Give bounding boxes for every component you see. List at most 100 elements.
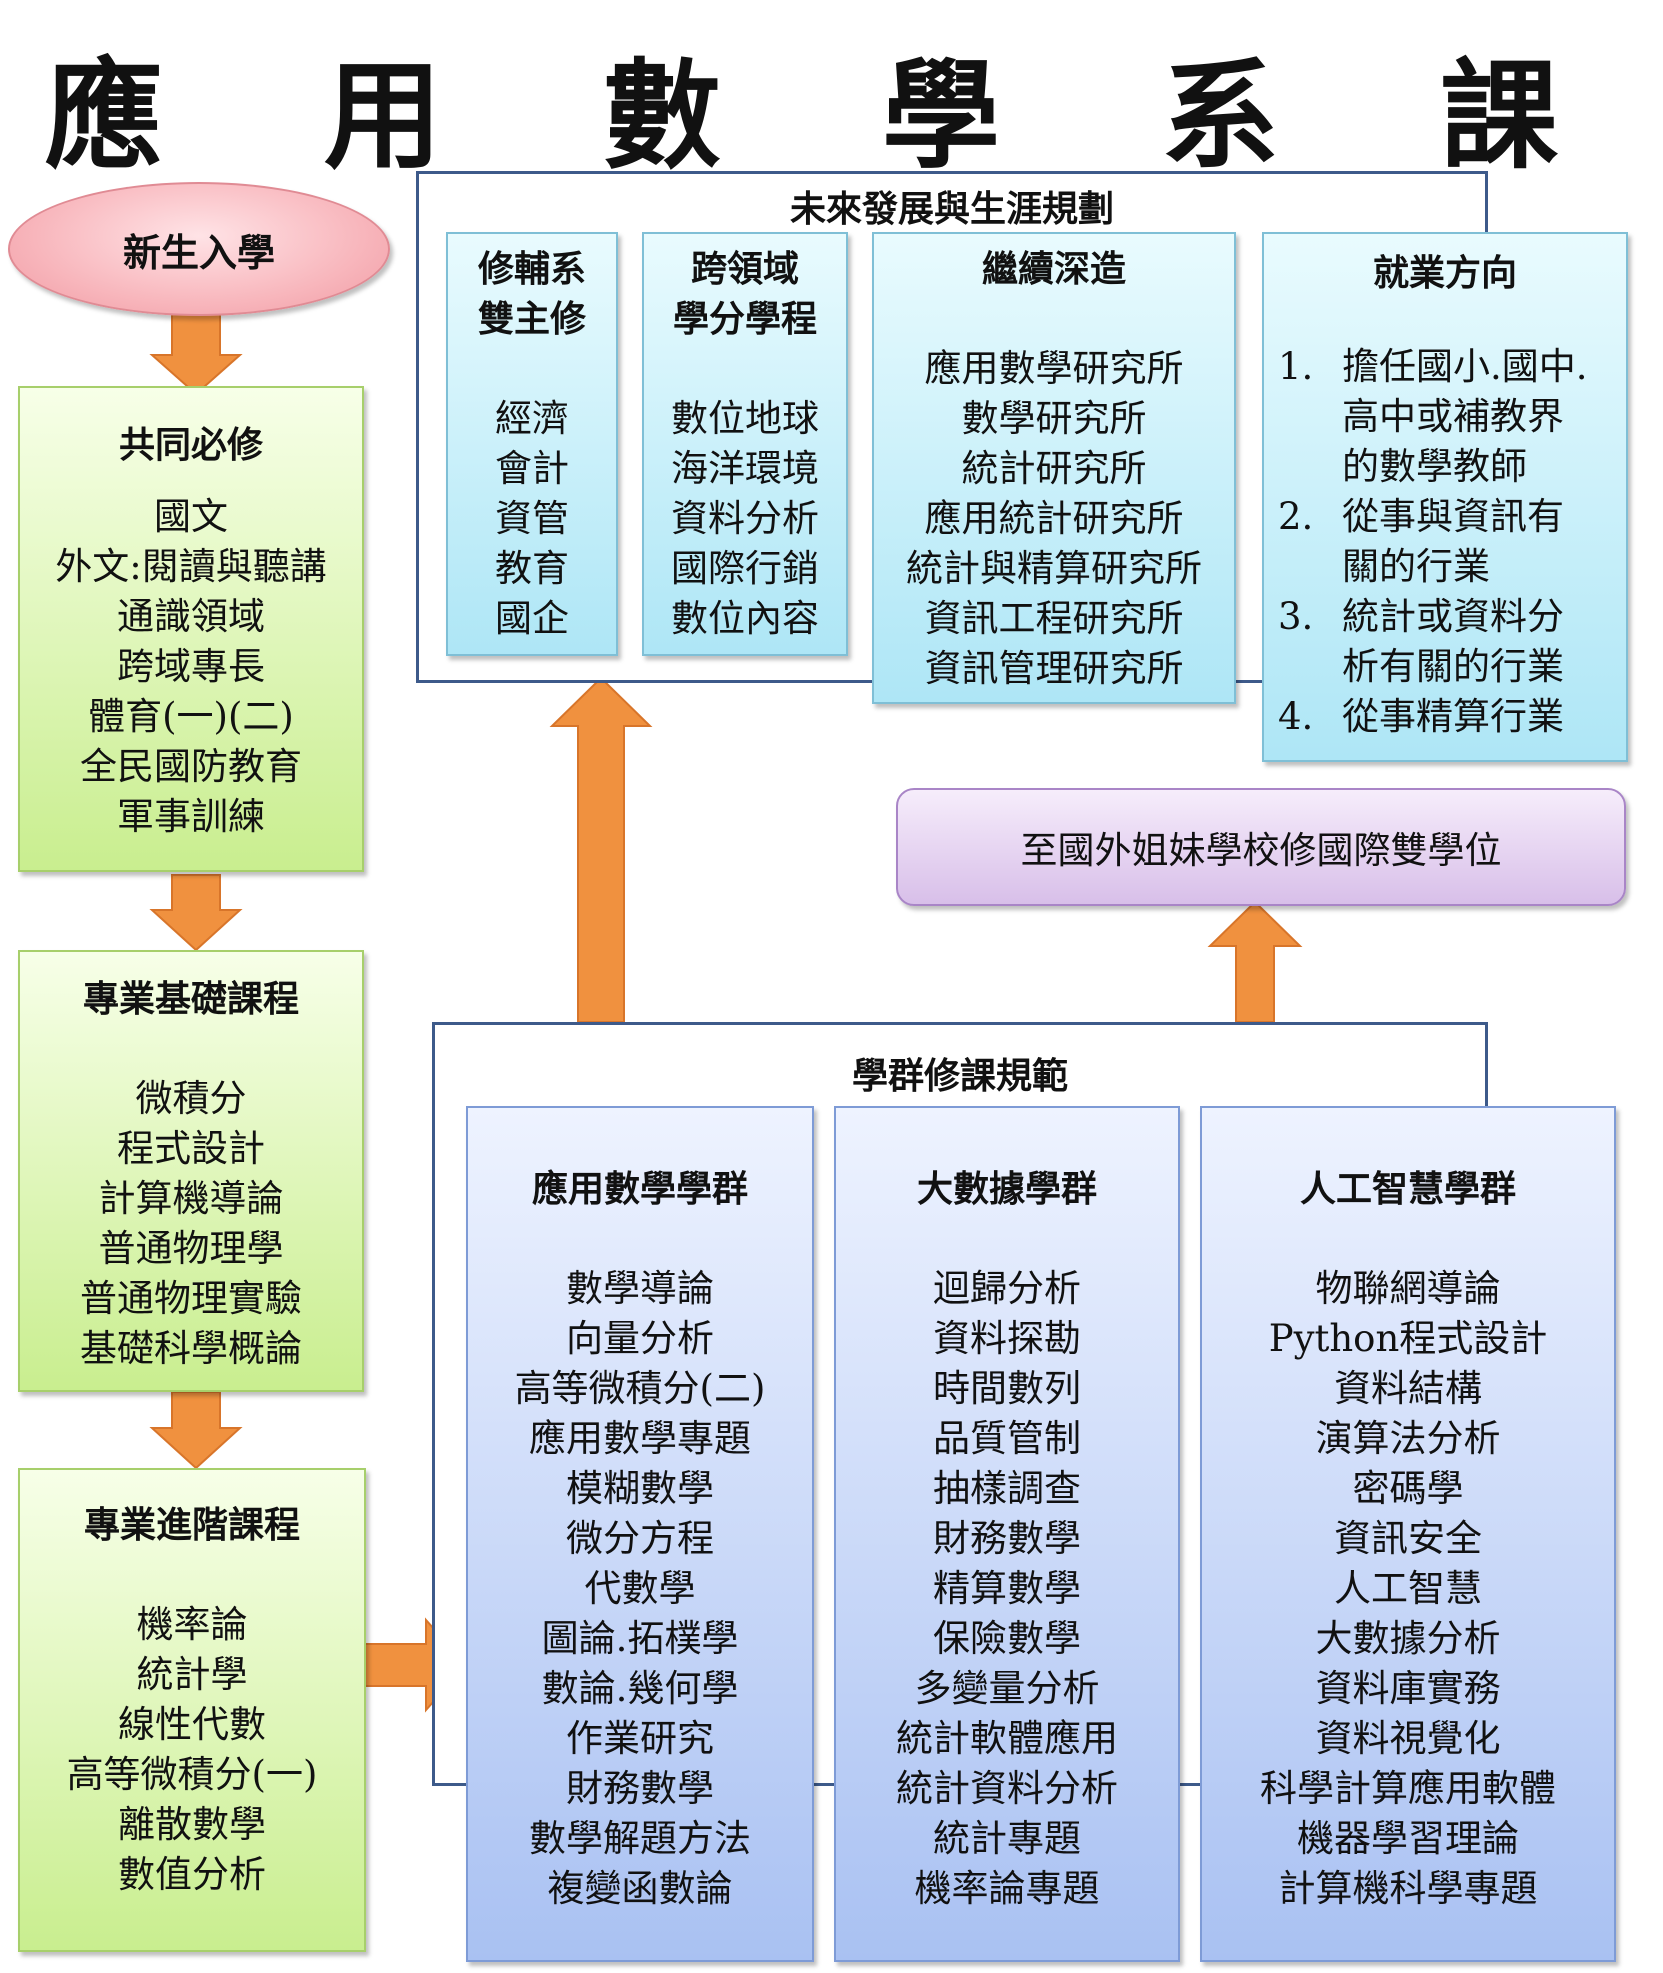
advanced-courses-heading: 專業進階課程 [83, 1504, 300, 1546]
list-item: 離散數學 [118, 1803, 266, 1846]
item-line: 的數學教師 [1342, 445, 1527, 488]
minor-heading-1: 修輔系 [477, 248, 586, 290]
list-item: 數值分析 [118, 1853, 266, 1896]
advanced-courses-list: 機率論 統計學 線性代數 高等微積分(一) 離散數學 數值分析 [20, 1600, 364, 1900]
list-item: 大數據分析 [1315, 1617, 1501, 1660]
minor-box: 修輔系 雙主修 經濟 會計 資管 教育 國企 [446, 232, 618, 656]
list-item: 通識領域 [117, 595, 265, 638]
list-item: 作業研究 [566, 1717, 714, 1760]
basic-courses-heading: 專業基礎課程 [82, 978, 299, 1020]
list-item: 財務數學 [933, 1517, 1081, 1560]
list-item: 品質管制 [933, 1417, 1081, 1460]
list-item: 數位內容 [671, 597, 819, 640]
employment-list: 1. 擔任國小.國中. 高中或補教界 的數學教師 2. 從事與資訊有 關的行業 … [1278, 342, 1626, 742]
cross-domain-heading-1: 跨領域 [690, 248, 799, 290]
list-item: 計算機導論 [98, 1177, 284, 1220]
list-item: 資訊管理研究所 [924, 647, 1184, 690]
minor-heading-2: 雙主修 [477, 298, 586, 340]
list-item: 資料庫實務 [1315, 1667, 1501, 1710]
list-item: 應用統計研究所 [924, 497, 1184, 540]
list-item: 微積分 [135, 1077, 247, 1120]
list-item: 機器學習理論 [1297, 1817, 1519, 1860]
dual-degree-box: 至國外姐妹學校修國際雙學位 [896, 788, 1626, 906]
list-item: 物聯網導論 [1315, 1267, 1501, 1310]
list-item: 數學導論 [566, 1267, 714, 1310]
list-item: 資料分析 [671, 497, 819, 540]
list-item: 教育 [495, 547, 569, 590]
list-item: 2. 從事與資訊有 關的行業 [1278, 492, 1626, 592]
item-line: 從事與資訊有 [1342, 495, 1564, 538]
list-item: 資料探勘 [933, 1317, 1081, 1360]
further-study-box: 繼續深造 應用數學研究所 數學研究所 統計研究所 應用統計研究所 統計與精算研究… [872, 232, 1236, 704]
list-item: 國際行銷 [671, 547, 819, 590]
list-item: 高等微積分(二) [514, 1367, 766, 1410]
list-item: 普通物理實驗 [80, 1277, 302, 1320]
list-item: 代數學 [584, 1567, 696, 1610]
advanced-courses-box: 專業進階課程 機率論 統計學 線性代數 高等微積分(一) 離散數學 數值分析 [18, 1468, 366, 1952]
up-arrow-dual-degree [1207, 900, 1303, 1023]
list-item: 多變量分析 [914, 1667, 1100, 1710]
list-item: 機率論專題 [914, 1867, 1100, 1910]
future-heading: 未來發展與生涯規劃 [789, 188, 1114, 230]
list-item: 向量分析 [566, 1317, 714, 1360]
list-item: 國企 [495, 597, 569, 640]
cross-domain-heading-2: 學分學程 [672, 298, 817, 340]
list-item: 數學研究所 [961, 397, 1147, 440]
list-item: 統計研究所 [961, 447, 1147, 490]
big-data-heading: 大數據學群 [916, 1168, 1097, 1210]
list-item: 模糊數學 [566, 1467, 714, 1510]
item-line: 從事精算行業 [1342, 695, 1564, 738]
ai-list: 物聯網導論 Python程式設計 資料結構 演算法分析 密碼學 資訊安全 人工智… [1202, 1264, 1614, 1914]
basic-courses-box: 專業基礎課程 微積分 程式設計 計算機導論 普通物理學 普通物理實驗 基礎科學概… [18, 950, 364, 1392]
list-item: 統計資料分析 [896, 1767, 1118, 1810]
common-required-heading: 共同必修 [118, 424, 263, 466]
list-item: 迴歸分析 [933, 1267, 1081, 1310]
item-number: 2. [1278, 495, 1314, 538]
list-item: 普通物理學 [98, 1227, 284, 1270]
applied-math-heading: 應用數學學群 [531, 1168, 748, 1210]
down-arrow-2 [149, 874, 243, 952]
common-required-list: 國文 外文:閱讀與聽講 通識領域 跨域專長 體育(一)(二) 全民國防教育 軍事… [20, 492, 362, 842]
list-item: 統計軟體應用 [896, 1717, 1118, 1760]
big-data-group-box: 大數據學群 迴歸分析 資料探勘 時間數列 品質管制 抽樣調查 財務數學 精算數學… [834, 1106, 1180, 1962]
list-item: 應用數學研究所 [924, 347, 1184, 390]
big-data-list: 迴歸分析 資料探勘 時間數列 品質管制 抽樣調查 財務數學 精算數學 保險數學 … [836, 1264, 1178, 1914]
basic-courses-list: 微積分 程式設計 計算機導論 普通物理學 普通物理實驗 基礎科學概論 [20, 1074, 362, 1374]
list-item: 1. 擔任國小.國中. 高中或補教界 的數學教師 [1278, 342, 1626, 492]
list-item: 全民國防教育 [80, 745, 302, 788]
list-item: 經濟 [495, 397, 569, 440]
list-item: 資管 [495, 497, 569, 540]
further-study-list: 應用數學研究所 數學研究所 統計研究所 應用統計研究所 統計與精算研究所 資訊工… [874, 344, 1234, 694]
list-item: 體育(一)(二) [88, 695, 294, 738]
groups-heading: 學群修課規範 [851, 1055, 1068, 1097]
list-item: 數學解題方法 [529, 1817, 751, 1860]
item-line: 高中或補教界 [1342, 395, 1564, 438]
list-item: 演算法分析 [1315, 1417, 1501, 1460]
list-item: 國文 [154, 495, 228, 538]
applied-math-list: 數學導論 向量分析 高等微積分(二) 應用數學專題 模糊數學 微分方程 代數學 … [468, 1264, 812, 1914]
list-item: 統計與精算研究所 [906, 547, 1202, 590]
list-item: Python程式設計 [1268, 1317, 1548, 1360]
item-line: 關的行業 [1342, 545, 1490, 588]
list-item: 密碼學 [1352, 1467, 1464, 1510]
list-item: 外文:閱讀與聽講 [55, 545, 327, 588]
list-item: 計算機科學專題 [1278, 1867, 1538, 1910]
list-item: 高等微積分(一) [66, 1753, 318, 1796]
list-item: 資料視覺化 [1315, 1717, 1501, 1760]
cross-domain-list: 數位地球 海洋環境 資料分析 國際行銷 數位內容 [644, 394, 846, 644]
down-arrow-3 [149, 1391, 243, 1470]
list-item: 程式設計 [117, 1127, 265, 1170]
list-item: 人工智慧 [1334, 1567, 1482, 1610]
list-item: 機率論 [136, 1603, 248, 1646]
list-item: 數論.幾何學 [541, 1667, 739, 1710]
list-item: 資訊安全 [1334, 1517, 1482, 1560]
ai-heading: 人工智慧學群 [1299, 1168, 1516, 1210]
item-number: 1. [1278, 345, 1314, 388]
employment-box: 就業方向 1. 擔任國小.國中. 高中或補教界 的數學教師 2. 從事與資訊有 … [1262, 232, 1628, 762]
list-item: 線性代數 [118, 1703, 266, 1746]
item-line: 擔任國小.國中. [1342, 345, 1588, 388]
list-item: 保險數學 [933, 1617, 1081, 1660]
list-item: 資料結構 [1334, 1367, 1482, 1410]
list-item: 海洋環境 [671, 447, 819, 490]
ai-group-box: 人工智慧學群 物聯網導論 Python程式設計 資料結構 演算法分析 密碼學 資… [1200, 1106, 1616, 1962]
